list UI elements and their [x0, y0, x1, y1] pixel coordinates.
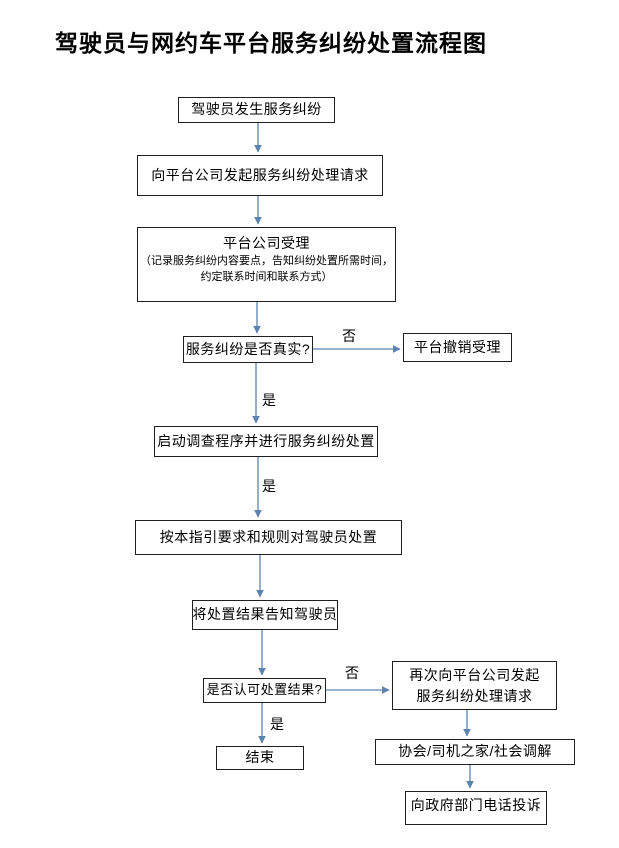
- flow-node-accept-title: 平台公司受理: [223, 235, 310, 251]
- edge-label-investigate-yes: 是: [262, 478, 276, 494]
- flow-node-handle: 按本指引要求和规则对驾驶员处置: [135, 520, 402, 555]
- edge-label-confirm-no: 否: [345, 665, 359, 681]
- flow-node-investigate-label: 启动调查程序并进行服务纠纷处置: [157, 432, 375, 449]
- flow-node-request-label: 向平台公司发起服务纠纷处理请求: [151, 166, 369, 183]
- flow-node-notify: 将处置结果告知驾驶员: [192, 600, 338, 630]
- flow-node-end: 结束: [216, 746, 304, 770]
- flow-node-cancel-label: 平台撤销受理: [414, 338, 501, 355]
- flow-node-start-label: 驾驶员发生服务纠纷: [191, 101, 322, 118]
- edge-label-verify-yes: 是: [262, 392, 276, 408]
- flow-node-accept-subtext-line2: 约定联系时间和联系方式）: [200, 271, 333, 283]
- flow-node-complaint: 向政府部门电话投诉: [405, 791, 547, 825]
- flow-node-accept-subtext-line1: （记录服务纠纷内容要点，告知纠纷处置所需时间，: [140, 254, 393, 267]
- flow-node-cancel: 平台撤销受理: [403, 333, 512, 362]
- flow-node-verify-decision: 服务纠纷是否真实?: [183, 336, 313, 363]
- flow-node-request: 向平台公司发起服务纠纷处理请求: [137, 155, 383, 196]
- flow-node-end-label: 结束: [245, 749, 275, 766]
- flow-node-investigate: 启动调查程序并进行服务纠纷处置: [154, 426, 378, 457]
- flow-node-handle-label: 按本指引要求和规则对驾驶员处置: [159, 528, 378, 545]
- flow-node-confirm-label: 是否认可处置结果?: [206, 682, 323, 698]
- flow-node-mediation-label: 协会/司机之家/社会调解: [398, 743, 552, 760]
- flow-node-request-again-line1: 再次向平台公司发起: [409, 666, 540, 683]
- flow-node-verify-label: 服务纠纷是否真实?: [185, 340, 311, 357]
- flow-node-mediation: 协会/司机之家/社会调解: [375, 739, 575, 765]
- flow-node-notify-label: 将处置结果告知驾驶员: [192, 606, 338, 623]
- page-title: 驾驶员与网约车平台服务纠纷处置流程图: [55, 30, 487, 56]
- flow-node-accept: 平台公司受理 （记录服务纠纷内容要点，告知纠纷处置所需时间， 约定联系时间和联系…: [137, 227, 396, 302]
- flow-node-confirm-decision: 是否认可处置结果?: [203, 678, 326, 703]
- flow-node-request-again: 再次向平台公司发起 服务纠纷处理请求: [392, 661, 557, 710]
- flow-node-request-again-line2: 服务纠纷处理请求: [416, 687, 533, 704]
- flow-node-start: 驾驶员发生服务纠纷: [178, 97, 335, 123]
- edge-label-confirm-yes: 是: [270, 716, 284, 732]
- edge-label-verify-no: 否: [342, 328, 356, 344]
- flow-node-complaint-label: 向政府部门电话投诉: [410, 797, 542, 813]
